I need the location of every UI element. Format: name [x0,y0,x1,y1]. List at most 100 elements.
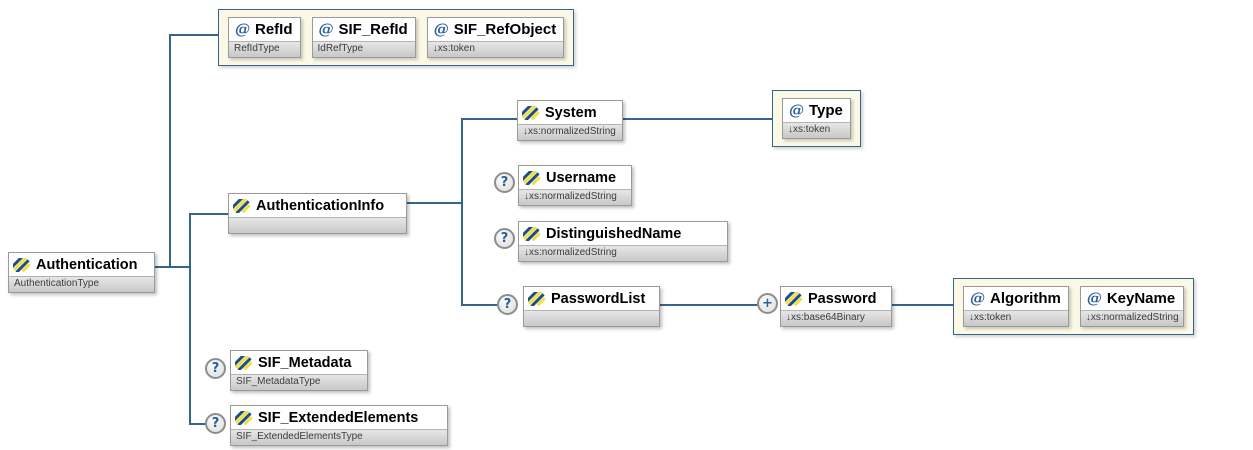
connector-system-typeattr [623,118,772,120]
connector-passwordlist-password [660,304,759,306]
attribute-label: SIF_RefId [338,21,408,38]
element-title: DistinguishedName [519,222,727,245]
attribute-title: @ Algorithm [964,287,1068,310]
attribute-type: ↓xs:token [964,310,1068,326]
attribute-label: Algorithm [990,290,1061,307]
attribute-box-sif-refobject[interactable]: @ SIF_RefObject ↓xs:token [426,17,565,58]
element-label: System [545,104,597,121]
attribute-type: ↓xs:token [427,41,564,57]
element-title: AuthenticationInfo [229,194,406,217]
attribute-icon: @ [789,101,804,119]
element-type: SIF_ExtendedElementsType [231,429,447,445]
optional-glyph: ? [500,175,509,190]
attribute-label: Type [809,102,843,119]
element-label: DistinguishedName [546,225,682,242]
element-type: SIF_MetadataType [231,374,367,390]
connector-authinfo-children-vertical [461,118,463,306]
element-type: ↓xs:normalizedString [519,245,727,261]
attribute-box-sif-refid[interactable]: @ SIF_RefId IdRefType [311,17,416,58]
element-box-username[interactable]: Username ↓xs:normalizedString [518,165,632,206]
attribute-group-system: @ Type ↓xs:token [772,90,861,147]
element-label: SIF_Metadata [258,354,352,371]
attribute-icon: @ [318,20,334,38]
attribute-title: @ KeyName [1080,287,1183,310]
repeat-glyph: + [762,296,773,311]
element-type: ↓xs:normalizedString [519,189,631,205]
attribute-type: RefIdType [229,41,300,57]
element-icon [10,253,31,273]
optional-glyph: ? [211,361,220,376]
element-type: ↓xs:normalizedString [518,124,622,140]
element-title: SIF_ExtendedElements [231,406,447,429]
element-label: PasswordList [551,290,646,307]
element-type [229,217,406,233]
element-type: AuthenticationType [9,276,154,292]
optional-glyph: ? [503,297,512,312]
element-label: Username [546,169,617,186]
element-box-passwordlist[interactable]: PasswordList [523,286,660,327]
attribute-icon: @ [1086,289,1102,307]
element-label: SIF_ExtendedElements [258,409,419,426]
attribute-title: @ SIF_RefId [312,18,415,41]
optional-glyph: ? [500,231,509,246]
optional-badge: ? [494,228,515,249]
attribute-group-root: @ RefId RefIdType @ SIF_RefId IdRefType … [218,9,575,66]
optional-badge: ? [497,294,518,315]
attribute-group-password: @ Algorithm ↓xs:token @ KeyName ↓xs:norm… [953,278,1194,335]
connector-children-vertical [189,213,191,425]
optional-glyph: ? [211,416,220,431]
element-title: Authentication [9,253,154,276]
connector-password-attrgroup [892,304,953,306]
element-box-authentication[interactable]: Authentication AuthenticationType [8,252,155,293]
element-icon [525,287,546,307]
element-title: Password [781,287,891,310]
element-box-sif-extendedelements[interactable]: SIF_ExtendedElements SIF_ExtendedElement… [230,405,448,446]
optional-badge: ? [205,413,226,434]
element-icon [232,406,253,426]
element-icon [520,222,541,242]
attribute-type: ↓xs:normalizedString [1080,310,1183,326]
element-title: Username [519,166,631,189]
attribute-label: RefId [255,21,293,38]
element-label: Password [808,290,877,307]
attribute-title: @ Type [783,99,850,122]
element-icon [232,351,253,371]
attribute-icon: @ [235,20,250,38]
element-title: SIF_Metadata [231,351,367,374]
attribute-title: @ RefId [229,18,300,41]
attribute-icon: @ [433,20,449,38]
connector-passwordlist-stub [461,304,499,306]
element-icon [519,101,540,121]
connector-authinfo-stub [189,213,228,215]
optional-badge: ? [494,172,515,193]
attribute-box-algorithm[interactable]: @ Algorithm ↓xs:token [963,286,1069,327]
element-type [524,310,659,326]
element-box-sif-metadata[interactable]: SIF_Metadata SIF_MetadataType [230,350,368,391]
connector-root-trunk [153,266,190,268]
element-icon [782,287,803,307]
connector-authinfo-out [405,202,462,204]
element-title: System [518,101,622,124]
attribute-icon: @ [970,289,985,307]
element-title: PasswordList [524,287,659,310]
element-box-authenticationinfo[interactable]: AuthenticationInfo [228,193,407,234]
attribute-label: KeyName [1106,290,1176,307]
attribute-title: @ SIF_RefObject [427,18,564,41]
element-box-system[interactable]: System ↓xs:normalizedString [517,100,623,141]
connector-attrgroup-stub [169,34,218,36]
attribute-type: IdRefType [312,41,415,57]
connector-sifextended-stub [189,423,207,425]
element-label: AuthenticationInfo [256,197,385,214]
connector-system-stub [461,118,517,120]
element-type: ↓xs:base64Binary [781,310,891,326]
element-box-password[interactable]: Password ↓xs:base64Binary [780,286,892,327]
attribute-box-type[interactable]: @ Type ↓xs:token [782,98,851,139]
attribute-type: ↓xs:token [783,122,850,138]
element-box-distinguishedname[interactable]: DistinguishedName ↓xs:normalizedString [518,221,728,262]
element-icon [520,166,541,186]
attribute-box-refid[interactable]: @ RefId RefIdType [228,17,301,58]
attribute-box-keyname[interactable]: @ KeyName ↓xs:normalizedString [1079,286,1184,327]
element-icon [230,194,251,214]
repeat-badge: + [757,293,778,314]
